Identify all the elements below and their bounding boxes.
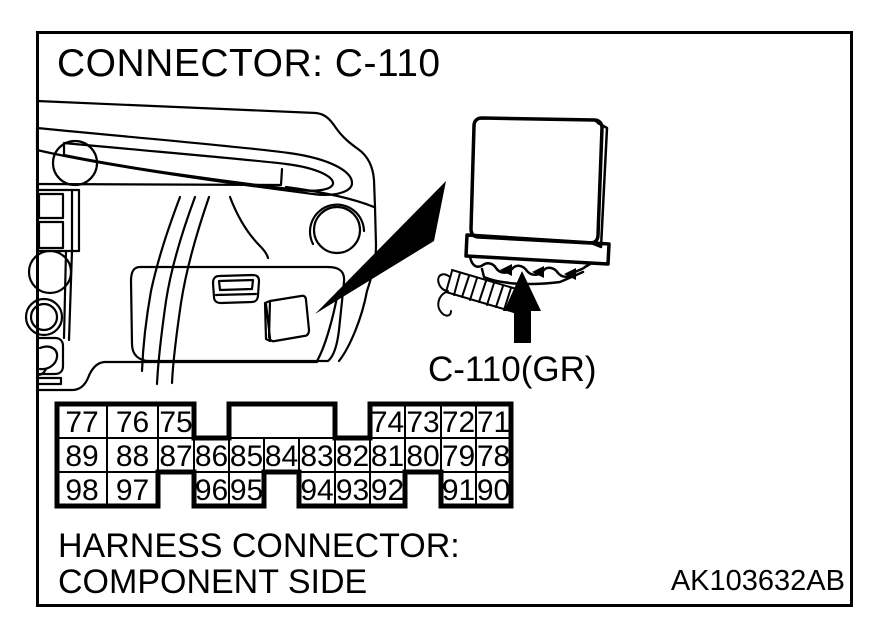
pin-number: 77: [65, 406, 98, 439]
pin-number: 79: [442, 440, 475, 473]
pin-number: 89: [65, 440, 98, 473]
dashboard-illustration: [24, 99, 378, 392]
pin-number: 74: [371, 406, 404, 439]
pin-number: 82: [336, 440, 369, 473]
figure-border: [36, 31, 853, 607]
pin-number: 83: [300, 440, 333, 473]
up-arrow-icon: [504, 271, 541, 343]
connector-callout-label: C-110(GR): [428, 350, 597, 389]
page-title: CONNECTOR: C-110: [57, 42, 441, 85]
zoom-wedge: [315, 181, 446, 314]
pin-number: 96: [195, 474, 228, 507]
keyway-cell: [228, 403, 336, 439]
pin-number: 94: [300, 474, 333, 507]
pin-cell: [56, 437, 108, 473]
harness-caption-line1: HARNESS CONNECTOR:: [58, 527, 460, 565]
pin-number: 85: [230, 440, 263, 473]
pin-number: 91: [442, 474, 475, 507]
pin-number: 71: [477, 406, 510, 439]
pin-number: 84: [265, 440, 298, 473]
pin-number: 97: [116, 474, 149, 507]
figure-code: AK103632AB: [670, 565, 845, 597]
pin-cell: [228, 437, 265, 473]
pin-number: 98: [65, 474, 98, 507]
pin-number: 76: [116, 406, 149, 439]
pin-number: 92: [371, 474, 404, 507]
pin-cell: [298, 437, 336, 473]
pin-number: 86: [195, 440, 228, 473]
pin-cell: [334, 471, 371, 507]
pin-number: 78: [477, 440, 510, 473]
pin-number: 81: [371, 440, 404, 473]
harness-caption-line2: COMPONENT SIDE: [58, 563, 368, 601]
pin-number: 73: [406, 406, 439, 439]
pin-number: 75: [159, 406, 192, 439]
wire-bundle: [437, 269, 521, 317]
pin-number: 80: [406, 440, 439, 473]
pin-number: 88: [116, 440, 149, 473]
pin-grid-outline: [54, 401, 514, 509]
pin-number: 93: [336, 474, 369, 507]
pin-cell: [228, 471, 265, 507]
pin-cell: [106, 403, 159, 439]
pin-cell: [106, 471, 159, 507]
pin-number: 90: [477, 474, 510, 507]
pin-number: 72: [442, 406, 475, 439]
pin-number: 87: [159, 440, 192, 473]
pin-number: 95: [230, 474, 263, 507]
pin-cell: [106, 437, 159, 473]
pin-cell: [369, 471, 406, 507]
